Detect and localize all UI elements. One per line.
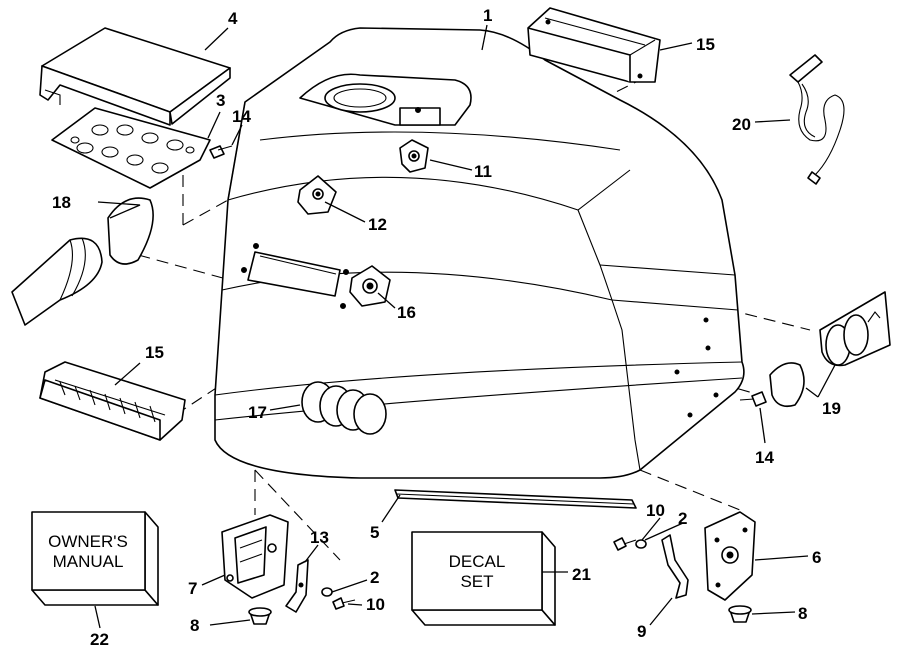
callout-10-right: 10 (646, 501, 665, 520)
callout-11: 11 (474, 162, 492, 181)
callout-8-right: 8 (798, 604, 807, 623)
callout-21: 21 (572, 565, 591, 584)
callout-7: 7 (188, 579, 197, 598)
bolt-10-right (613, 537, 637, 551)
washer-2-left (321, 587, 333, 597)
wire-harness (789, 54, 845, 185)
callout-12: 12 (368, 215, 387, 234)
owners-manual-box: OWNER'S MANUAL (31, 511, 159, 606)
washer-2-right (635, 539, 647, 549)
leader-lines (94, 24, 836, 629)
owners-manual-line2: MANUAL (53, 552, 124, 571)
grommet-11 (399, 139, 429, 173)
plug-set (301, 381, 387, 435)
callout-22: 22 (90, 630, 109, 649)
callout-6: 6 (812, 548, 821, 567)
callout-17: 17 (248, 403, 267, 422)
grommet-12 (297, 175, 337, 215)
callout-3: 3 (216, 91, 225, 110)
callout-10-left: 10 (366, 595, 385, 614)
callout-14-top: 14 (232, 107, 251, 126)
callout-labels: 1 4 3 14 15 20 11 12 18 16 15 17 19 14 5… (52, 6, 841, 649)
callout-15-bottom: 15 (145, 343, 164, 362)
foot-8-left (248, 607, 272, 625)
clip-13 (285, 559, 309, 613)
bracket-9 (661, 534, 689, 599)
bolt-10-left (332, 597, 356, 610)
latch-plate (704, 511, 756, 601)
owners-manual-line1: OWNER'S (48, 532, 128, 551)
engine-cover (214, 27, 745, 479)
latch-bracket (221, 514, 289, 599)
callout-8-left: 8 (190, 616, 199, 635)
callout-16: 16 (397, 303, 416, 322)
callout-14-bottom: 14 (755, 448, 774, 467)
callout-20: 20 (732, 115, 751, 134)
foot-8-right (728, 605, 752, 623)
lower-vent-grille (39, 361, 186, 441)
right-intake-plug (769, 291, 891, 408)
callout-1: 1 (483, 6, 492, 25)
callout-13: 13 (310, 528, 329, 547)
top-lid (39, 27, 231, 126)
callout-19: 19 (822, 399, 841, 418)
screw-14-left (209, 145, 233, 159)
decal-set-box: DECAL SET (411, 531, 556, 626)
callout-4: 4 (228, 9, 238, 28)
left-intake-plug (11, 197, 154, 326)
grommet-16 (349, 265, 391, 307)
callout-18: 18 (52, 193, 71, 212)
upper-vent-grille (527, 7, 661, 83)
decal-set-line2: SET (460, 572, 493, 591)
decal-set-line1: DECAL (449, 552, 506, 571)
callout-15-top: 15 (696, 35, 715, 54)
gasket (51, 107, 211, 189)
callout-2-right: 2 (678, 509, 687, 528)
seal-strip (394, 489, 637, 509)
callout-9: 9 (637, 622, 646, 641)
screw-14-right (739, 391, 767, 407)
callout-2-left: 2 (370, 568, 379, 587)
callout-5: 5 (370, 523, 379, 542)
